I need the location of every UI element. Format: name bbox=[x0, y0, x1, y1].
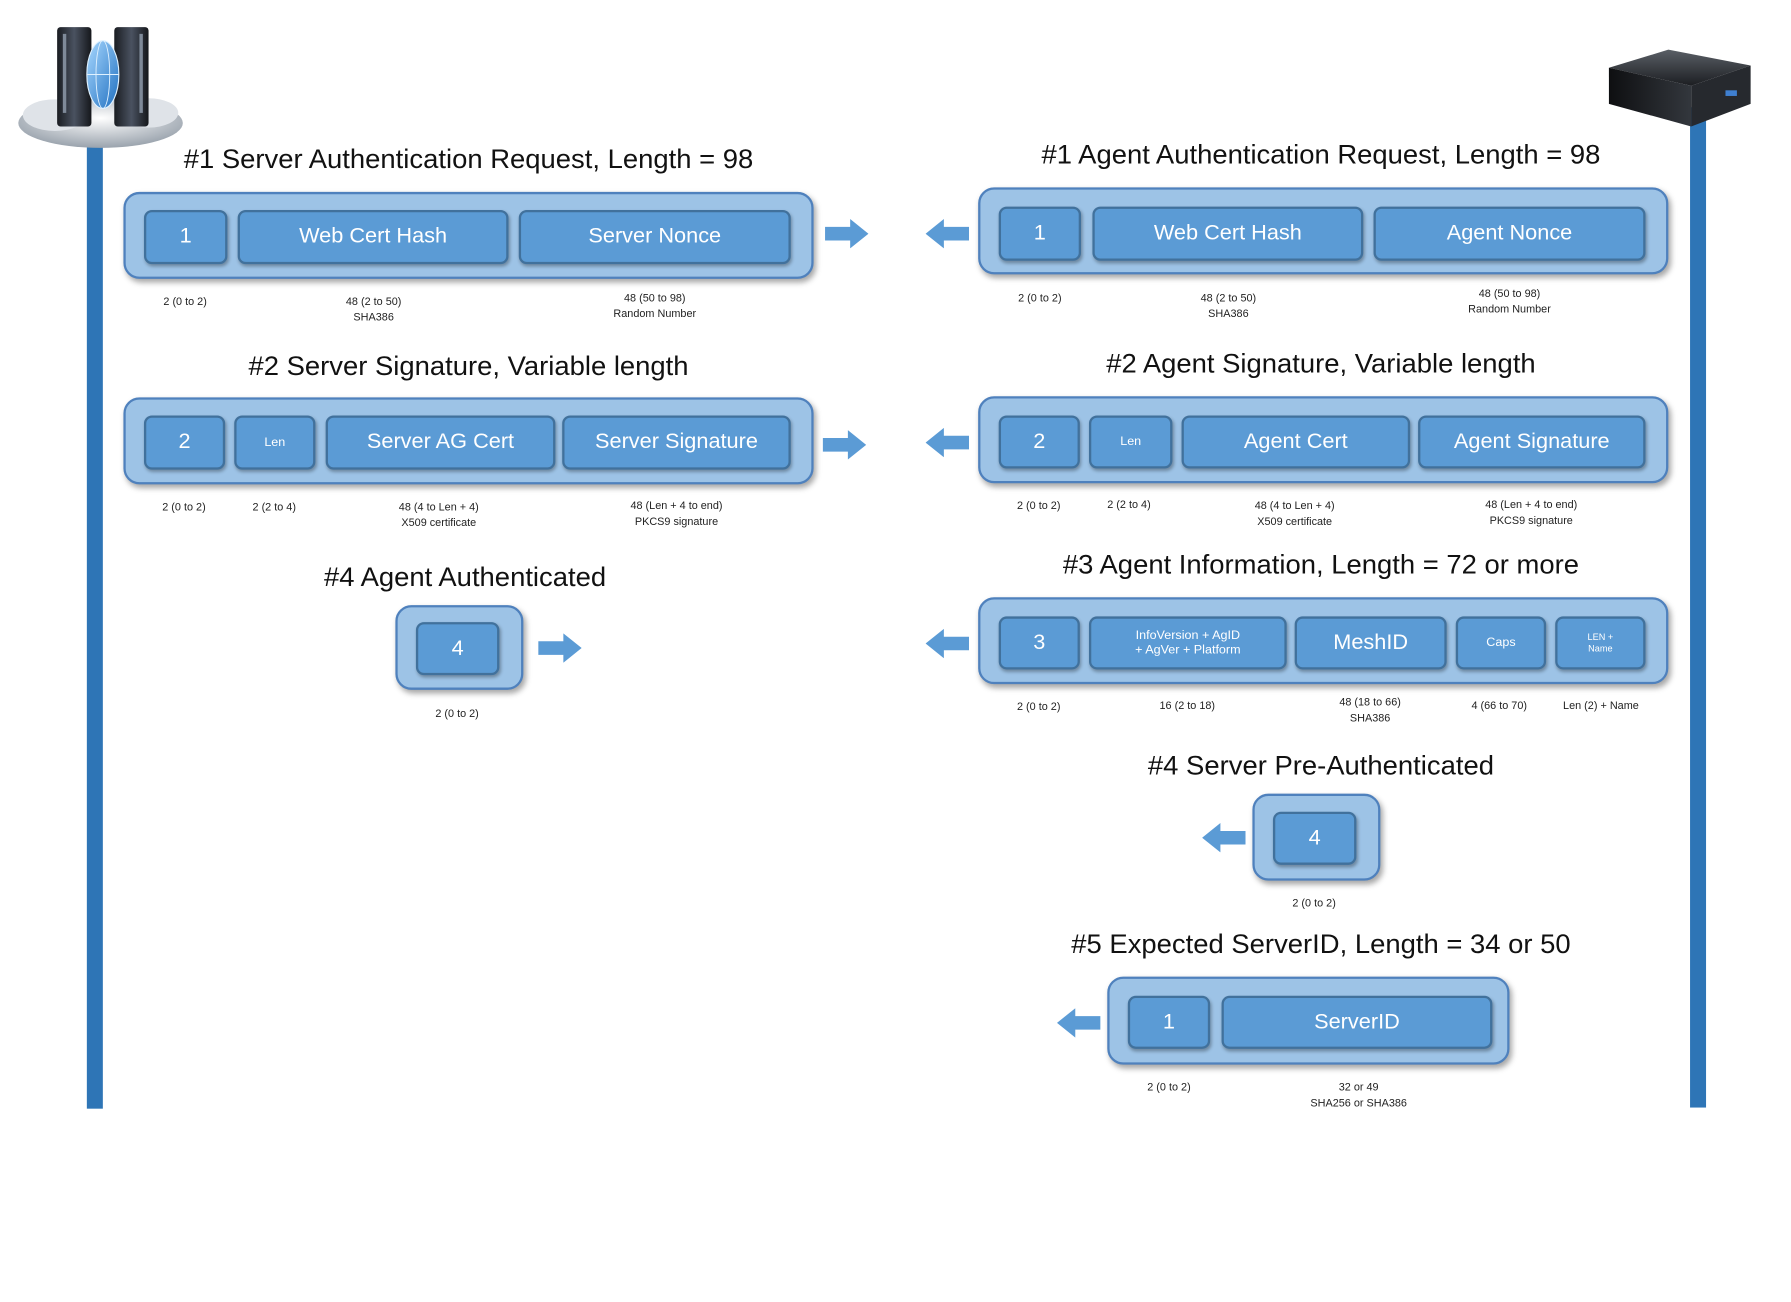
message-type-field: 2 bbox=[998, 415, 1080, 469]
message-type-field: 3 bbox=[998, 616, 1080, 670]
info-version-field: InfoVersion + AgID + AgVer + Platform bbox=[1088, 616, 1287, 670]
message-type-field: 1 bbox=[1127, 995, 1211, 1049]
field-caption: 48 (18 to 66) SHA386 bbox=[1339, 696, 1401, 725]
server-nonce-field: Server Nonce bbox=[518, 209, 791, 265]
field-caption: 32 or 49 SHA256 or SHA386 bbox=[1310, 1081, 1407, 1110]
field-caption: 2 (2 to 4) bbox=[252, 501, 296, 514]
field-caption: 2 (0 to 2) bbox=[1147, 1081, 1191, 1095]
message-title: #1 Server Authentication Request, Length… bbox=[183, 144, 754, 175]
server-ag-cert-field: Server AG Cert bbox=[325, 415, 556, 470]
agent-signature-field: Agent Signature bbox=[1418, 415, 1646, 469]
field-caption: 2 (0 to 2) bbox=[1018, 292, 1062, 305]
message-title: #1 Agent Authentication Request, Length … bbox=[1041, 139, 1601, 171]
field-caption: 48 (2 to 50) SHA386 bbox=[1200, 292, 1257, 321]
field-caption: 48 (Len + 4 to end) PKCS9 signature bbox=[630, 500, 723, 529]
agent-cert-field: Agent Cert bbox=[1181, 415, 1411, 469]
message-title: #4 Agent Authenticated bbox=[324, 562, 607, 593]
right-arrow-icon bbox=[822, 430, 867, 460]
len-name-field: LEN + Name bbox=[1555, 616, 1646, 670]
message-type-field: 1 bbox=[998, 206, 1081, 261]
server-lifeline bbox=[86, 135, 103, 1109]
left-arrow-icon bbox=[1202, 823, 1246, 853]
message-type-field: 4 bbox=[415, 622, 500, 676]
server-id-field: ServerID bbox=[1221, 995, 1493, 1049]
message-type-field: 2 bbox=[143, 415, 226, 470]
field-caption: 4 (66 to 70) bbox=[1471, 699, 1527, 713]
message-title: #4 Server Pre-Authenticated bbox=[1147, 750, 1494, 782]
field-caption: 2 (0 to 2) bbox=[1016, 701, 1061, 714]
field-caption: 48 (Len + 4 to end) PKCS9 signature bbox=[1485, 499, 1578, 527]
len-field: Len bbox=[1088, 415, 1173, 469]
web-cert-hash-field: Web Cert Hash bbox=[1092, 206, 1364, 261]
field-caption: 2 (0 to 2) bbox=[163, 295, 207, 309]
field-caption: 48 (2 to 50) SHA386 bbox=[345, 295, 402, 324]
left-arrow-icon bbox=[925, 219, 970, 249]
field-caption: Len (2) + Name bbox=[1563, 699, 1639, 713]
field-caption: 48 (4 to Len + 4) X509 certificate bbox=[398, 501, 479, 530]
web-cert-hash-field: Web Cert Hash bbox=[237, 209, 509, 265]
agent-nonce-field: Agent Nonce bbox=[1373, 206, 1646, 261]
field-caption: 48 (50 to 98) Random Number bbox=[613, 292, 697, 321]
left-arrow-icon bbox=[1056, 1008, 1101, 1038]
message-title: #3 Agent Information, Length = 72 or mor… bbox=[1062, 549, 1579, 581]
server-signature-field: Server Signature bbox=[562, 415, 791, 470]
mesh-id-field: MeshID bbox=[1294, 616, 1447, 670]
agent-lifeline bbox=[1690, 107, 1707, 1108]
field-caption: 16 (2 to 18) bbox=[1159, 699, 1216, 713]
message-title: #2 Server Signature, Variable length bbox=[248, 351, 689, 382]
message-title: #5 Expected ServerID, Length = 34 or 50 bbox=[1071, 929, 1571, 960]
caps-field: Caps bbox=[1455, 616, 1547, 670]
message-title: #2 Agent Signature, Variable length bbox=[1106, 348, 1536, 380]
right-arrow-icon bbox=[825, 219, 869, 249]
len-field: Len bbox=[234, 415, 316, 470]
mini-pc-icon bbox=[1608, 49, 1751, 127]
field-caption: 48 (50 to 98) Random Number bbox=[1468, 287, 1551, 316]
field-caption: 2 (0 to 2) bbox=[1016, 500, 1061, 513]
field-caption: 2 (0 to 2) bbox=[162, 501, 206, 514]
left-arrow-icon bbox=[925, 427, 970, 458]
field-caption: 2 (2 to 4) bbox=[1107, 499, 1151, 512]
field-caption: 2 (0 to 2) bbox=[435, 707, 479, 721]
message-type-field: 4 bbox=[1272, 811, 1357, 865]
field-caption: 48 (4 to Len + 4) X509 certificate bbox=[1254, 500, 1335, 529]
field-caption: 2 (0 to 2) bbox=[1292, 897, 1336, 910]
message-type-field: 1 bbox=[143, 209, 228, 265]
right-arrow-icon bbox=[538, 633, 582, 663]
left-arrow-icon bbox=[925, 628, 970, 659]
server-tower-icon bbox=[18, 27, 183, 148]
